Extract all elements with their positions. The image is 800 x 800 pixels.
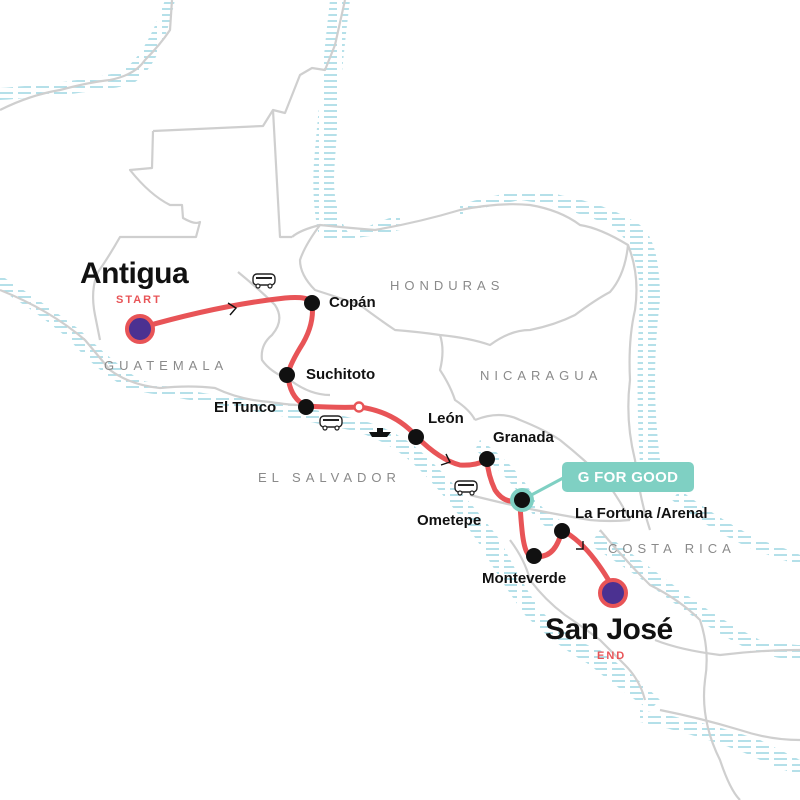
stop-label-monteverde: Monteverde (482, 570, 567, 587)
arrow-icon (440, 453, 451, 466)
country-label-el-salvador: EL SALVADOR (258, 470, 401, 485)
stop-dot-copan (304, 295, 320, 311)
stop-dot-el-tunco (298, 399, 314, 415)
water-hatching (0, 0, 800, 775)
stop-label-leon: León (428, 410, 464, 427)
stop-markers (279, 295, 570, 564)
end-marker (598, 578, 628, 608)
stop-label-granada: Granada (493, 429, 554, 446)
end-city-label: San José (545, 613, 673, 646)
stop-dot-granada (479, 451, 495, 467)
boat-icon (369, 428, 391, 437)
country-label-guatemala: GUATEMALA (104, 358, 229, 373)
bus-icon (454, 480, 478, 496)
bus-icon (319, 415, 343, 431)
stop-dot-monteverde (526, 548, 542, 564)
bus-icon (252, 273, 276, 289)
stop-dot-suchitoto (279, 367, 295, 383)
stop-dot-la-fortuna (554, 523, 570, 539)
arrow-icon (227, 302, 238, 316)
stop-dot-ometepe (514, 492, 530, 508)
country-label-costa-rica: COSTA RICA (608, 541, 736, 556)
start-city-label: Antigua (80, 257, 189, 290)
direction-arrows (227, 302, 584, 550)
stop-label-ometepe: Ometepe (417, 512, 482, 529)
arrow-icon (576, 541, 584, 550)
start-tag: START (116, 294, 162, 306)
stop-label-la-fortuna: La Fortuna /Arenal (575, 505, 708, 522)
stop-label-el-tunco: El Tunco (214, 399, 277, 416)
start-marker (125, 314, 155, 344)
waypoint-marker (353, 401, 365, 413)
stop-dot-leon (408, 429, 424, 445)
g-for-good-label: G FOR GOOD (577, 468, 679, 486)
g-for-good-badge: G FOR GOOD (562, 462, 694, 492)
country-label-nicaragua: NICARAGUA (480, 368, 603, 383)
stop-label-suchitoto: Suchitoto (306, 366, 376, 383)
stop-label-copan: Copán (329, 294, 376, 311)
end-tag: END (597, 650, 627, 662)
country-label-honduras: HONDURAS (390, 278, 505, 293)
